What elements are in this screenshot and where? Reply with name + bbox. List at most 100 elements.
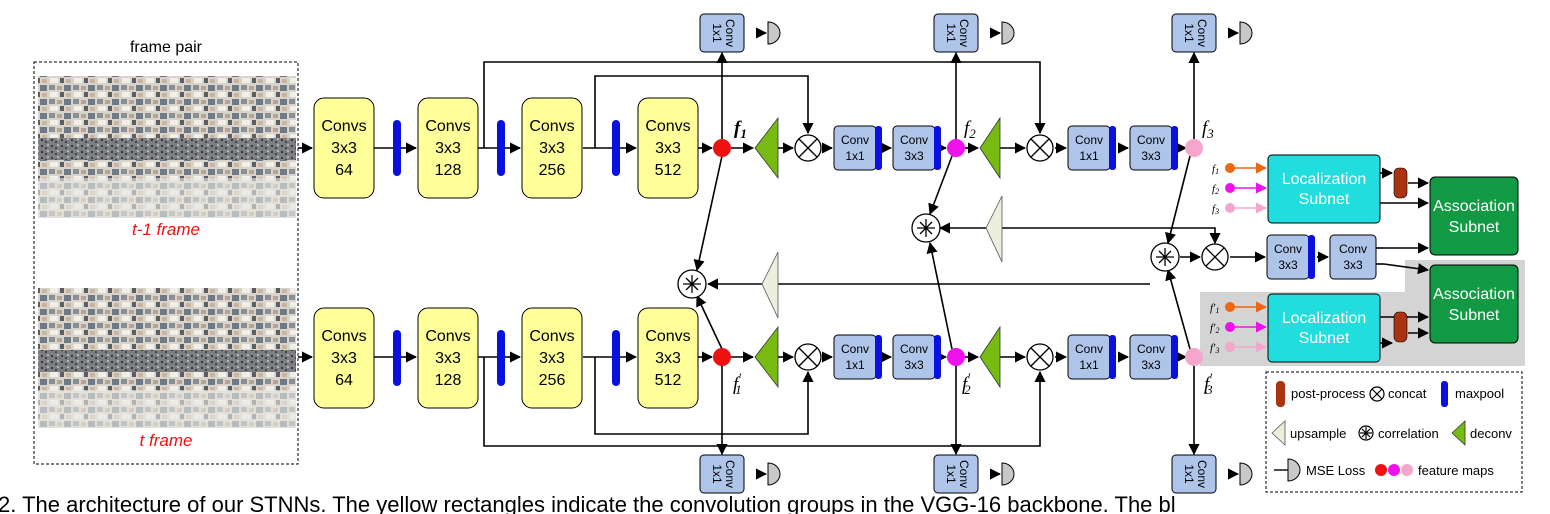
svg-text:Convs: Convs bbox=[425, 118, 470, 135]
conv3x3-f2-top: Conv 3x3 bbox=[1129, 125, 1178, 171]
svg-text:1x1: 1x1 bbox=[1079, 149, 1099, 163]
svg-text:Convs: Convs bbox=[529, 328, 574, 345]
conv3x3-f1-bottom: Conv 3x3 bbox=[892, 334, 941, 380]
head-conv1x1-f2-top: Conv1x1 bbox=[933, 13, 979, 53]
legend-deconv-icon bbox=[1451, 420, 1466, 446]
feature-map-f3 bbox=[1185, 139, 1203, 157]
svg-text:3x3: 3x3 bbox=[539, 140, 565, 157]
frame-pair-label: frame pair bbox=[130, 39, 203, 56]
legend-maxpool-label: maxpool bbox=[1455, 386, 1504, 401]
t-frame-image bbox=[38, 288, 296, 428]
loc-input-f2p-label: f′2 bbox=[1210, 322, 1219, 335]
association-subnet-top: Association Subnet bbox=[1429, 176, 1519, 256]
conv-block-512-top: Convs 3x3 512 bbox=[637, 97, 699, 199]
svg-text:Conv1x1: Conv1x1 bbox=[1182, 19, 1209, 47]
conv-block-64-top: Convs 3x3 64 bbox=[313, 97, 375, 199]
svg-text:Convs: Convs bbox=[645, 118, 690, 135]
svg-text:Conv1x1: Conv1x1 bbox=[944, 460, 971, 488]
svg-text:128: 128 bbox=[435, 372, 462, 389]
f1-label: f1 bbox=[734, 118, 747, 141]
conv-block-512-bottom: Convs 3x3 512 bbox=[637, 307, 699, 409]
legend-upsample-label: upsample bbox=[1290, 426, 1346, 441]
svg-text:3x3: 3x3 bbox=[1343, 258, 1363, 272]
svg-text:Association: Association bbox=[1433, 286, 1515, 303]
svg-text:Conv: Conv bbox=[1137, 342, 1165, 356]
svg-text:Conv1x1: Conv1x1 bbox=[944, 19, 971, 47]
upsample-triangles bbox=[761, 195, 1003, 319]
frame-pair-panel bbox=[33, 61, 299, 465]
legend: post-process concat maxpool upsample cor… bbox=[1265, 371, 1523, 493]
svg-text:3x3: 3x3 bbox=[655, 350, 681, 367]
post-process-bottom bbox=[1393, 311, 1408, 343]
f3-prime-label: f′3 bbox=[1204, 370, 1213, 397]
feature-map-f2 bbox=[947, 139, 965, 157]
feature-map-f1-prime bbox=[713, 348, 731, 366]
svg-text:Convs: Convs bbox=[425, 328, 470, 345]
svg-text:Conv: Conv bbox=[1075, 133, 1103, 147]
f2-prime-label: f′2 bbox=[962, 370, 971, 397]
svg-text:Conv1x1: Conv1x1 bbox=[710, 19, 737, 47]
t-minus-1-frame-caption: t-1 frame bbox=[132, 220, 200, 239]
svg-text:64: 64 bbox=[335, 372, 353, 389]
t-frame-caption: t frame bbox=[140, 431, 193, 450]
svg-text:Conv: Conv bbox=[1339, 242, 1367, 256]
svg-text:3x3: 3x3 bbox=[1141, 358, 1161, 372]
f3-label: f3 bbox=[1202, 118, 1214, 141]
svg-text:3x3: 3x3 bbox=[331, 140, 357, 157]
svg-text:Conv: Conv bbox=[1274, 242, 1302, 256]
conv1x1-f1-top: Conv 1x1 bbox=[833, 125, 882, 171]
conv3x3-assoc-2: Conv 3x3 bbox=[1329, 234, 1377, 280]
f2-input-dot bbox=[1225, 183, 1235, 193]
svg-text:Convs: Convs bbox=[321, 328, 366, 345]
f1-input-dot bbox=[1225, 163, 1235, 173]
conv3x3-f1-top: Conv 3x3 bbox=[892, 125, 941, 171]
backbone-connectors bbox=[298, 27, 1430, 480]
svg-text:Conv: Conv bbox=[841, 133, 869, 147]
legend-feature-red bbox=[1375, 464, 1387, 476]
f2p-input-dot bbox=[1225, 322, 1235, 332]
conv3x3-f2-bottom: Conv 3x3 bbox=[1129, 334, 1178, 380]
concat-ops bbox=[794, 134, 1229, 371]
loc-input-f3p-label: f′3 bbox=[1210, 342, 1219, 355]
loc-input-f2-label: f2 bbox=[1212, 183, 1219, 196]
svg-text:Subnet: Subnet bbox=[1299, 330, 1350, 347]
head-conv1x1-f2-bottom: Conv1x1 bbox=[933, 454, 979, 494]
svg-text:1x1: 1x1 bbox=[845, 358, 865, 372]
conv-block-256-top: Convs 3x3 256 bbox=[521, 97, 583, 199]
svg-text:64: 64 bbox=[335, 162, 353, 179]
t-minus-1-frame-image bbox=[38, 76, 296, 218]
svg-text:3x3: 3x3 bbox=[539, 350, 565, 367]
svg-text:3x3: 3x3 bbox=[435, 350, 461, 367]
legend-post-process-swatch bbox=[1276, 381, 1285, 407]
legend-maxpool-swatch bbox=[1441, 381, 1448, 407]
svg-text:3x3: 3x3 bbox=[331, 350, 357, 367]
svg-text:3x3: 3x3 bbox=[1278, 258, 1298, 272]
loc-input-f3-label: f3 bbox=[1212, 203, 1219, 216]
conv1x1-f2-bottom: Conv 1x1 bbox=[1067, 334, 1116, 380]
conv3x3-assoc-1: Conv 3x3 bbox=[1266, 234, 1315, 280]
post-process-top bbox=[1393, 167, 1408, 199]
svg-text:Subnet: Subnet bbox=[1449, 219, 1500, 236]
mse-loss-icons bbox=[767, 21, 1253, 486]
f1p-input-dot bbox=[1225, 302, 1235, 312]
f2-label: f2 bbox=[964, 118, 976, 141]
feature-map-f3-prime bbox=[1185, 348, 1203, 366]
legend-deconv-label: deconv bbox=[1470, 426, 1512, 441]
feature-map-f2-prime bbox=[947, 348, 965, 366]
correlation-ops bbox=[677, 213, 1180, 299]
svg-text:Convs: Convs bbox=[321, 118, 366, 135]
svg-text:Conv1x1: Conv1x1 bbox=[710, 460, 737, 488]
head-conv1x1-f3-bottom: Conv1x1 bbox=[1171, 454, 1217, 494]
head-conv1x1-f1-bottom: Conv1x1 bbox=[699, 454, 745, 494]
maxpool-bars bbox=[393, 120, 620, 386]
legend-mse-icon bbox=[1287, 458, 1301, 482]
figure-caption-fragment: 2. The architecture of our STNNs. The ye… bbox=[0, 492, 1176, 514]
conv1x1-f2-top: Conv 1x1 bbox=[1067, 125, 1116, 171]
svg-text:Conv: Conv bbox=[1075, 342, 1103, 356]
legend-correlation-label: correlation bbox=[1378, 426, 1439, 441]
svg-text:Convs: Convs bbox=[529, 118, 574, 135]
legend-feature-pink bbox=[1401, 464, 1413, 476]
svg-text:Conv: Conv bbox=[900, 133, 928, 147]
legend-feature-magenta bbox=[1388, 464, 1400, 476]
